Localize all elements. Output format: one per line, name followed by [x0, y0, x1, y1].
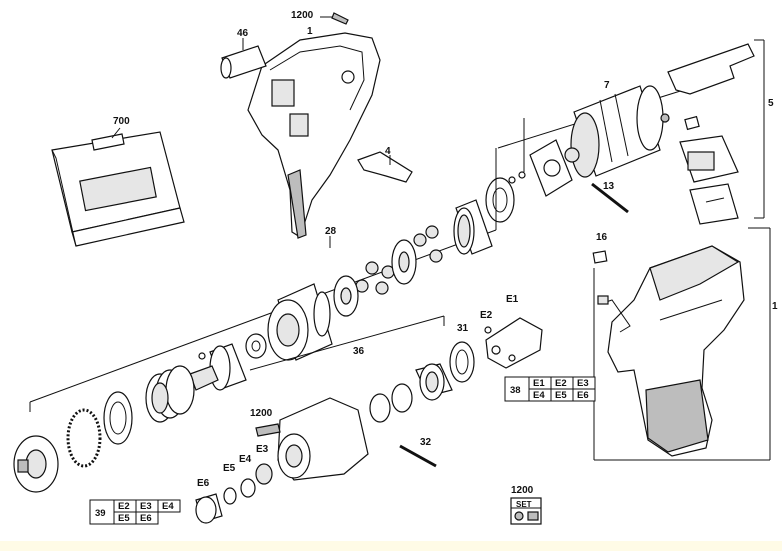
planet-gears: [355, 225, 443, 295]
shaft-E1: [485, 317, 543, 369]
table38-cell: E1: [533, 378, 545, 389]
bracket-1-right: [593, 227, 771, 461]
small-part-16: [592, 250, 608, 264]
washer-large: [103, 391, 133, 445]
switch-contact-plate: [667, 43, 755, 95]
set-icon: [510, 497, 542, 525]
motor-plate: [529, 139, 573, 197]
motor-washers: [508, 118, 526, 184]
nose-guide-line: [249, 315, 445, 371]
table39-cell: E2: [118, 501, 130, 512]
part-E6: [195, 493, 223, 524]
bracket-5: [754, 39, 765, 219]
part-E5: [223, 487, 237, 505]
label-1200-top: 1200: [291, 10, 314, 21]
screw-1200-top: [320, 12, 349, 25]
label-5: 5: [768, 98, 774, 109]
label-set: SET: [516, 500, 532, 509]
ring-gear: [453, 199, 493, 255]
washer-28: [485, 177, 515, 223]
shaft-ring: [508, 354, 516, 362]
table38-cell: E6: [577, 390, 589, 401]
switch-unit: [679, 135, 739, 225]
tool-housing-right: [597, 245, 745, 457]
label-36: 36: [353, 346, 365, 357]
nose-washer-2: [391, 383, 413, 413]
carrier-2: [333, 275, 359, 317]
motor: [570, 85, 670, 178]
reference-table-38: 38 E1 E2 E3 E4 E5 E6: [504, 376, 596, 402]
ring-E2: [484, 326, 492, 334]
label-32: 32: [420, 437, 432, 448]
bushing: [415, 363, 453, 401]
table38-cell: E4: [533, 390, 545, 401]
label-4: 4: [385, 146, 391, 157]
label-1-housing: 1: [307, 26, 313, 37]
table38-cell: E5: [555, 390, 567, 401]
label-700: 700: [113, 116, 130, 127]
table39-cell: E5: [118, 513, 130, 524]
table38-cell: E2: [555, 378, 567, 389]
carrying-case: [51, 127, 185, 247]
reference-table-39: 39 E2 E3 E4 E5 E6: [89, 499, 181, 525]
nose-washer-1: [369, 393, 391, 423]
pin-13: [591, 182, 629, 214]
label-1200-set: 1200: [511, 485, 534, 496]
label-16: 16: [596, 232, 608, 243]
label-13: 13: [603, 181, 615, 192]
part-E4: [240, 478, 256, 498]
label-28: 28: [325, 226, 337, 237]
label-7: 7: [604, 80, 610, 91]
pin-32: [399, 444, 437, 468]
clip-4: [357, 151, 413, 183]
label-E5: E5: [223, 463, 236, 474]
label-46: 46: [237, 28, 249, 39]
gear-housing: [267, 283, 333, 361]
part-E3: [255, 463, 273, 485]
table39-cell: E4: [162, 501, 174, 512]
screw-1200-mid: [255, 423, 281, 437]
label-E4: E4: [239, 454, 252, 465]
hammer: [189, 343, 247, 391]
anvil: [13, 435, 59, 493]
table38-cell: E3: [577, 378, 589, 389]
table39-ref: 39: [95, 508, 106, 519]
label-E1: E1: [506, 294, 519, 305]
sleeve-46: [220, 38, 267, 79]
label-1-right: 1: [772, 301, 778, 312]
ball-ring: [66, 408, 102, 468]
gear-guide-line: [29, 229, 497, 403]
planet-carrier: [391, 239, 417, 285]
housing-half: [247, 32, 381, 239]
table39-cell: E3: [140, 501, 152, 512]
label-31: 31: [457, 323, 469, 334]
nose-housing: [277, 397, 369, 481]
guide-28-ticks: [29, 148, 497, 412]
label-E3: E3: [256, 444, 269, 455]
table39-cell: E6: [140, 513, 152, 524]
pinion: [564, 147, 580, 163]
o-ring-31: [449, 341, 475, 383]
label-E6: E6: [197, 478, 210, 489]
table38-ref: 38: [510, 385, 521, 396]
label-1200-mid: 1200: [250, 408, 273, 419]
switch-small-part: [684, 115, 700, 131]
washer-small: [245, 333, 267, 359]
label-E2: E2: [480, 310, 493, 321]
spring: [145, 365, 195, 423]
bottom-band: [0, 541, 782, 551]
